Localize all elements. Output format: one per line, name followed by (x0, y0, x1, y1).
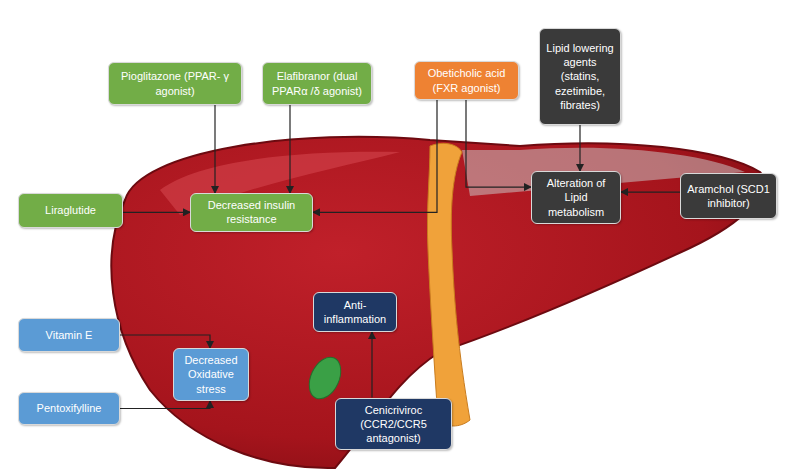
box-label: Cenicriviroc (CCR2/CCR5 antagonist) (342, 403, 445, 446)
effect-box: Decreased Oxidative stress (173, 348, 249, 401)
arrow-connector (289, 105, 290, 193)
drug-box: Pioglitazone (PPAR- γ agonist) (108, 62, 242, 105)
box-label: Pentoxifylline (37, 401, 102, 415)
arrow-connector (579, 125, 580, 171)
drug-box: Pentoxifylline (18, 392, 120, 425)
effect-box: Anti- inflammation (313, 292, 397, 332)
drug-box: Lipid lowering agents (statins, ezetimib… (539, 28, 621, 125)
box-label: Elafibranor (dual PPARα /δ agonist) (269, 69, 365, 98)
drug-box: Cenicriviroc (CCR2/CCR5 antagonist) (335, 398, 452, 451)
drug-box: Aramchol (SCD1 inhibitor) (680, 173, 777, 219)
drug-box: Elafibranor (dual PPARα /δ agonist) (262, 62, 372, 105)
arrow-connector (313, 100, 437, 213)
effect-box: Alteration of Lipid metabolism (531, 171, 621, 224)
arrow-connector (120, 401, 210, 409)
box-label: Pioglitazone (PPAR- γ agonist) (115, 69, 235, 98)
arrow-connector (371, 332, 372, 398)
box-label: Decreased insulin resistance (197, 198, 306, 227)
box-label: Anti- inflammation (320, 298, 390, 327)
box-label: Alteration of Lipid metabolism (538, 176, 614, 219)
box-label: Obeticholic acid (FXR agonist) (421, 66, 512, 95)
arrow-connector (120, 335, 210, 348)
arrow-connector (466, 100, 531, 187)
box-label: Liraglutide (45, 203, 96, 217)
box-label: Lipid lowering agents (statins, ezetimib… (546, 41, 614, 112)
box-label: Vitamin E (46, 328, 93, 342)
arrow-connector (123, 212, 190, 213)
drug-box: Obeticholic acid (FXR agonist) (414, 61, 519, 100)
arrow-connector (214, 105, 215, 193)
falciform-ligament (427, 143, 470, 426)
arrow-connector (621, 191, 680, 192)
drug-box: Vitamin E (18, 318, 120, 352)
box-label: Aramchol (SCD1 inhibitor) (687, 182, 770, 211)
liver-outline (111, 137, 763, 468)
gallbladder (303, 352, 347, 404)
box-label: Decreased Oxidative stress (180, 353, 242, 396)
drug-box: Liraglutide (18, 193, 123, 228)
effect-box: Decreased insulin resistance (190, 193, 313, 232)
